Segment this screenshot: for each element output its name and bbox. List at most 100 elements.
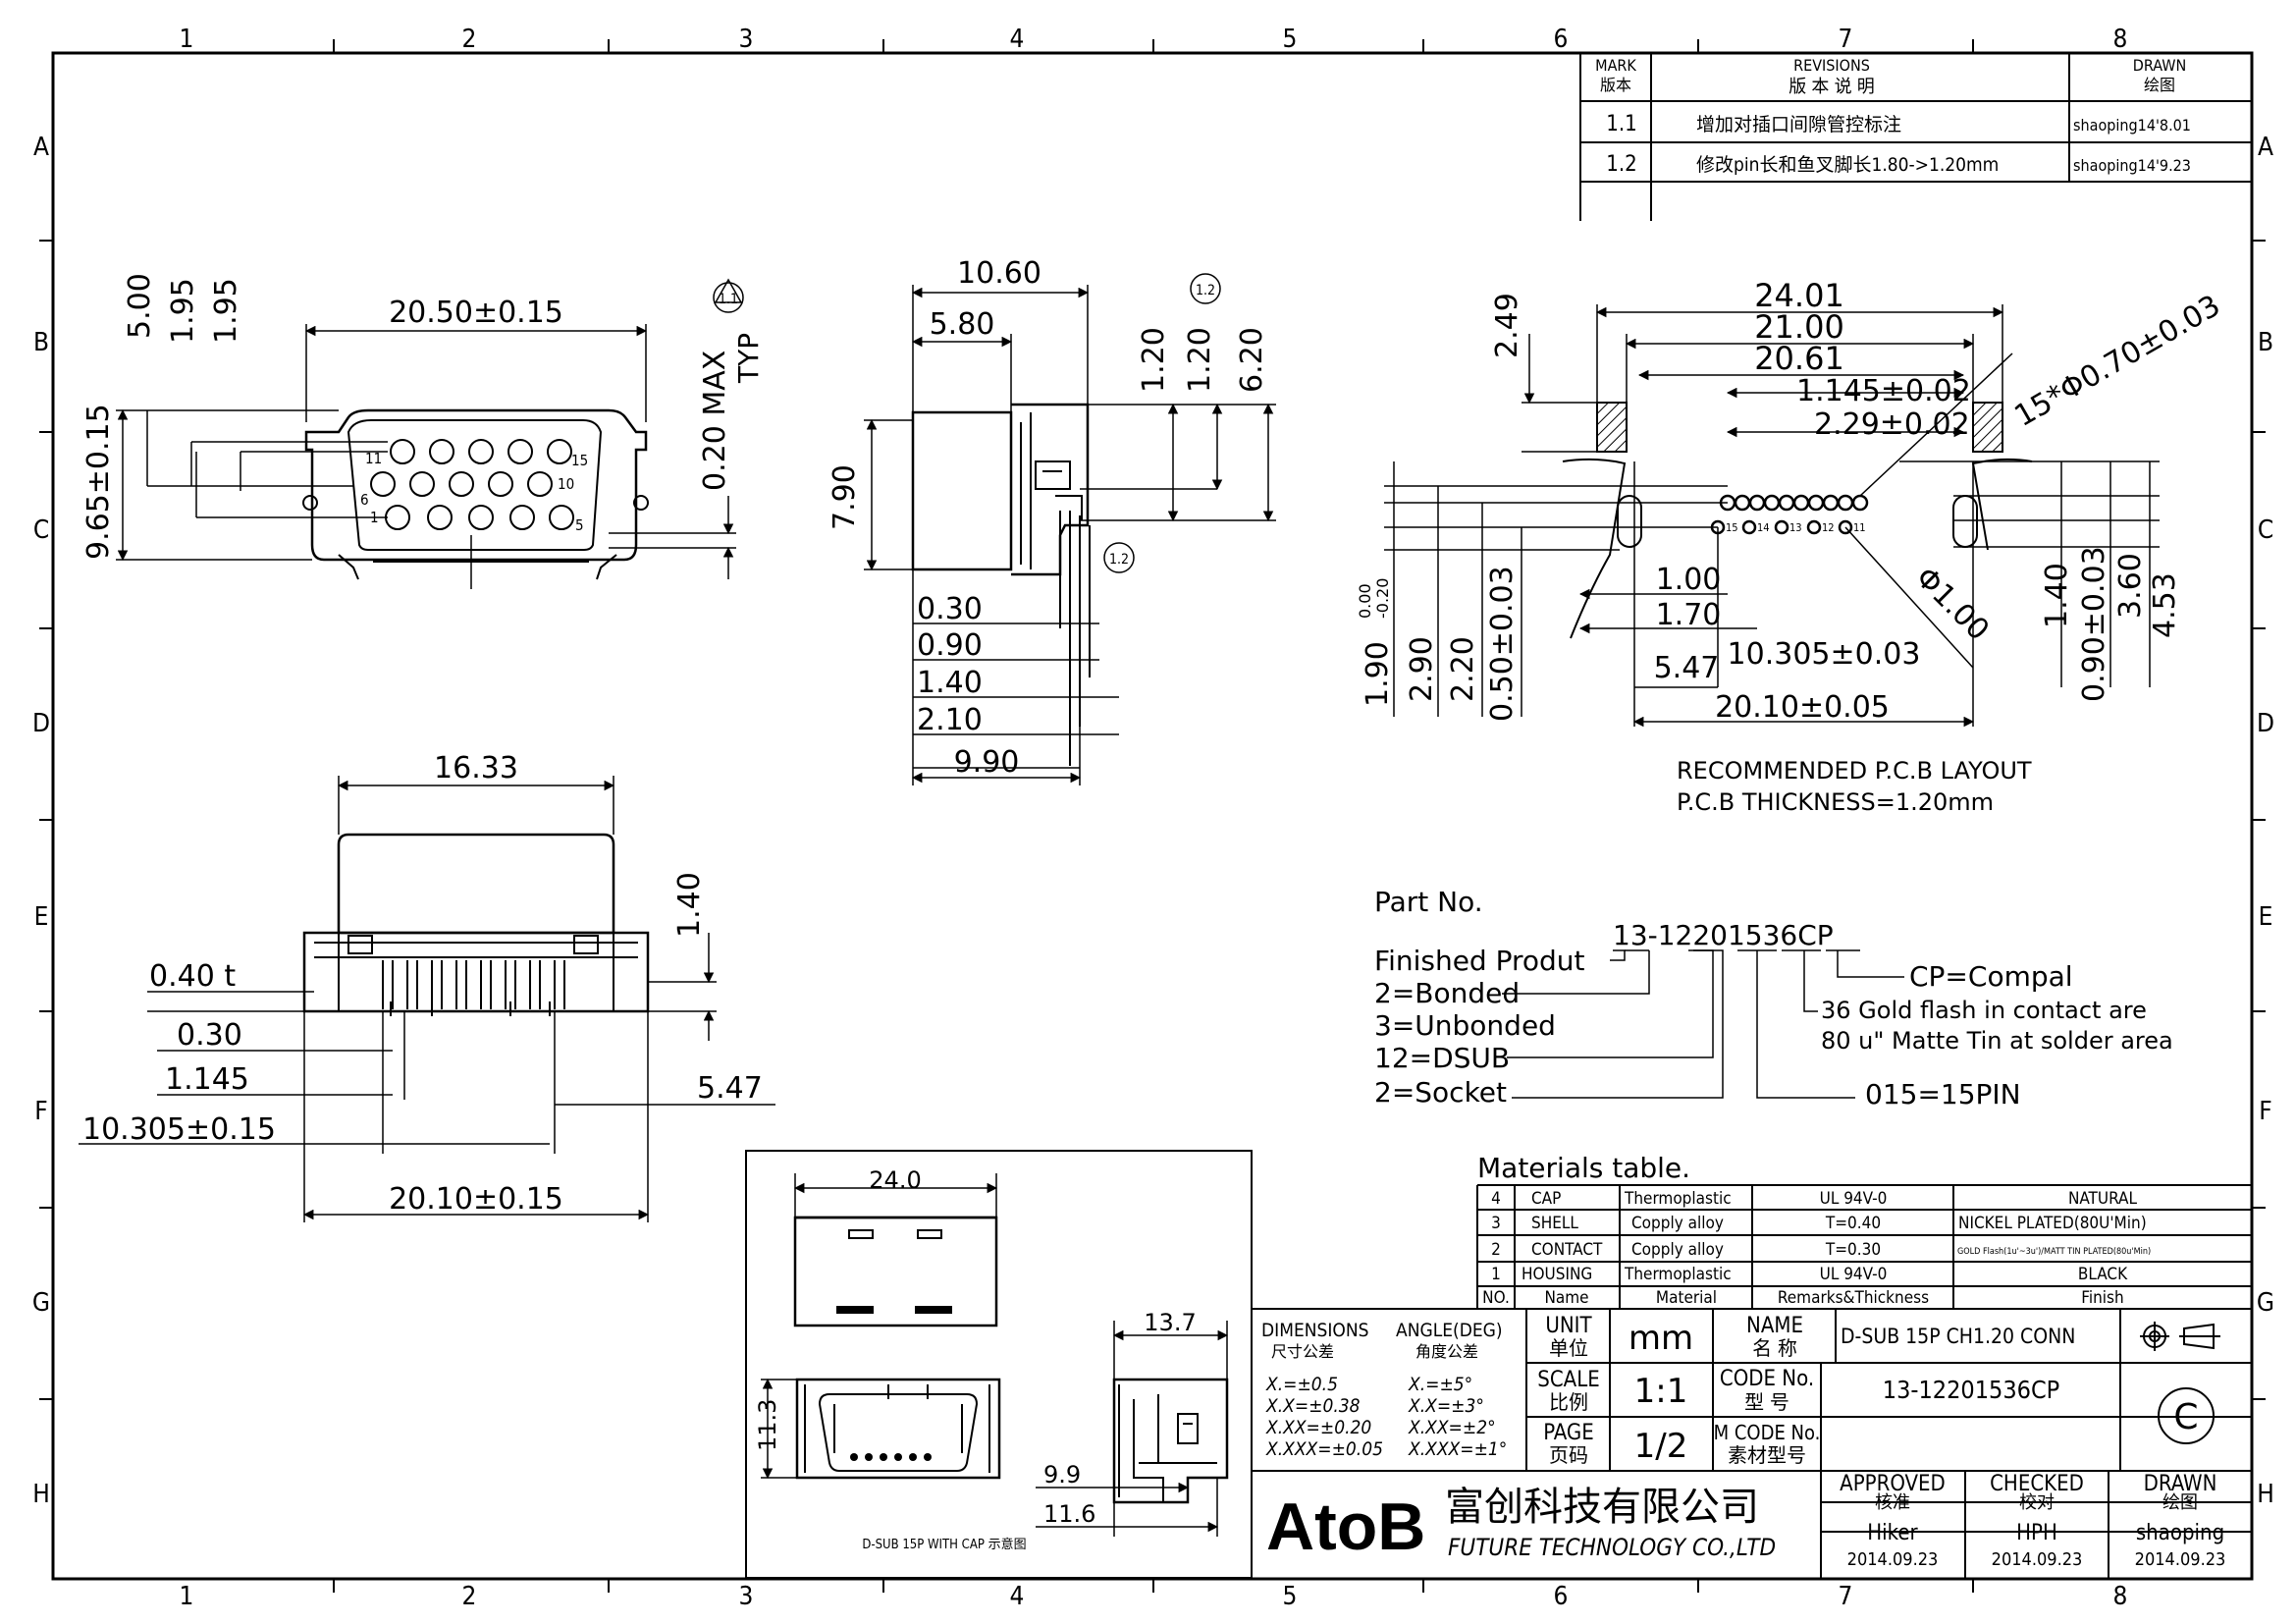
dim-side-620: 6.20 — [1235, 327, 1269, 393]
dim-pcb-090r: 0.90±0.03 — [2077, 546, 2111, 702]
row-label: A — [2258, 133, 2273, 162]
projection-symbol-icon — [2140, 1322, 2220, 1351]
mat-material: Copply alloy — [1631, 1240, 1724, 1260]
dim-bottom-040: 0.40 t — [149, 959, 236, 994]
dim-pcb-453: 4.53 — [2148, 572, 2182, 638]
rev-drawn: shaoping14'8.01 — [2073, 116, 2191, 135]
dim-pcb-190-tol-top: 0.00 — [1356, 583, 1374, 619]
mat-finish: GOLD Flash(1u'~3u')/MATT TIN PLATED(80u'… — [1957, 1247, 2151, 1257]
tb-dim-title: DIMENSIONS — [1261, 1320, 1369, 1341]
mat-header-name: Name — [1544, 1288, 1588, 1308]
mat-name: HOUSING — [1522, 1265, 1592, 1284]
materials-table: Materials table. 4 CAP Thermoplastic UL … — [1476, 1152, 2252, 1310]
tb-drawn-label: DRAWN — [2144, 1472, 2217, 1496]
col-label: 5 — [1283, 25, 1298, 54]
tb-ang-tol: X.XX=±2° — [1408, 1417, 1496, 1438]
row-label: A — [33, 133, 49, 162]
tb-drawn-date: 2014.09.23 — [2135, 1549, 2226, 1570]
pcb-pin-label: 12 — [1822, 521, 1835, 534]
mat-name: CAP — [1531, 1189, 1561, 1209]
tb-scale-label-cn: 比例 — [1549, 1390, 1588, 1414]
revisions-table: MARK 版本 REVISIONS 版 本 说 明 DRAWN 绘图 1.1 增… — [1579, 53, 2252, 221]
col-label: 7 — [1839, 1582, 1853, 1611]
row-label: G — [2257, 1288, 2274, 1318]
col-label: 6 — [1554, 1582, 1569, 1611]
dim-bottom-1145: 1.145 — [165, 1062, 249, 1097]
materials-title: Materials table. — [1477, 1152, 1690, 1184]
dim-pcb-1145: 1.145±0.02 — [1796, 374, 1971, 408]
tb-approved-label-cn: 核准 — [1875, 1492, 1910, 1513]
mat-material: Copply alloy — [1631, 1214, 1724, 1233]
tb-unit-label-cn: 单位 — [1549, 1336, 1588, 1360]
mat-no: 1 — [1491, 1265, 1501, 1284]
dim-bottom-2010: 20.10±0.15 — [389, 1182, 563, 1217]
tb-mcode-label-cn: 素材型号 — [1728, 1443, 1806, 1467]
tb-code-label-cn: 型 号 — [1744, 1390, 1789, 1414]
part-no-socket: 2=Socket — [1374, 1076, 1507, 1109]
col-label: 8 — [2113, 25, 2128, 54]
dim-pcb-190: 1.90 — [1361, 641, 1395, 707]
part-no-gold1: 36 Gold flash in contact are — [1821, 997, 2147, 1024]
tb-code-label: CODE No. — [1720, 1367, 1814, 1391]
row-label: C — [2258, 515, 2273, 545]
tb-approved-by: Hiker — [1867, 1521, 1918, 1545]
dim-side-580: 5.80 — [930, 307, 995, 342]
dim-side-120b: 1.20 — [1183, 327, 1217, 393]
tb-unit-label: UNIT — [1545, 1314, 1592, 1338]
dim-front-width: 20.50±0.15 — [389, 296, 563, 330]
dim-front-typ: TYP — [732, 333, 765, 384]
row-label: B — [2258, 328, 2273, 357]
rev-tag: 1.2 — [1109, 552, 1129, 568]
dim-side-1060: 10.60 — [957, 256, 1041, 291]
pin-label: 5 — [575, 516, 584, 534]
row-label: G — [32, 1288, 50, 1318]
dim-bottom-030: 0.30 — [177, 1018, 242, 1053]
dim-side-210: 2.10 — [917, 703, 983, 737]
dim-bottom-547: 5.47 — [697, 1071, 763, 1106]
rev-revisions-header-cn: 版 本 说 明 — [1789, 77, 1874, 97]
tb-mcode-label: M CODE No. — [1714, 1421, 1821, 1444]
dim-pcb-100: 1.00 — [1656, 563, 1722, 597]
tb-name: D-SUB 15P CH1.20 CONN — [1841, 1325, 2075, 1348]
dim-front-max: 0.20 MAX — [698, 351, 732, 491]
col-label: 1 — [180, 25, 194, 54]
row-label: E — [2259, 902, 2273, 932]
dim-pcb-2401: 24.01 — [1754, 277, 1844, 314]
pcb-pin-label: 13 — [1789, 521, 1802, 534]
mat-finish: NATURAL — [2068, 1189, 2138, 1209]
pin-label: 11 — [365, 450, 382, 467]
title-block: DIMENSIONS 尺寸公差 ANGLE(DEG) 角度公差 X.=±0.5 … — [1251, 1308, 2252, 1579]
tb-checked-by: HPH — [2016, 1521, 2057, 1545]
pcb-layout: 15 14 13 12 11 — [1356, 277, 2226, 816]
copyright-icon — [2158, 1387, 2215, 1444]
dim-front-5: 5.00 — [123, 273, 157, 339]
mat-name: CONTACT — [1531, 1240, 1603, 1260]
dim-pcb-290: 2.90 — [1405, 636, 1439, 702]
part-no-pin: 015=15PIN — [1865, 1078, 2021, 1110]
rev-drawn-header: DRAWN — [2133, 56, 2186, 75]
dim-pcb-2061: 20.61 — [1754, 340, 1844, 377]
tb-page: 1/2 — [1634, 1427, 1688, 1466]
sheet-frame: 1 2 3 4 5 6 7 8 1 2 3 4 5 6 7 8 A B C D … — [32, 25, 2274, 1611]
pcb-note-thickness: P.C.B THICKNESS=1.20mm — [1677, 788, 1994, 816]
tb-checked-label: CHECKED — [1990, 1472, 2084, 1496]
dim-cap-99: 9.9 — [1043, 1461, 1081, 1489]
dim-pcb-140r: 1.40 — [2040, 563, 2074, 628]
col-label: 4 — [1010, 25, 1025, 54]
part-no-title: Part No. — [1374, 886, 1483, 918]
mat-material: Thermoplastic — [1624, 1265, 1732, 1284]
rev-tag: 1.1 — [719, 292, 738, 307]
dim-pcb-10305: 10.305±0.03 — [1728, 637, 1921, 672]
row-label: H — [32, 1480, 50, 1509]
rev-drawn-header-cn: 绘图 — [2144, 76, 2175, 94]
pcb-note-layout: RECOMMENDED P.C.B LAYOUT — [1677, 757, 2032, 785]
side-view: 10.60 5.80 7.90 1.20 1.20 6.20 0.30 0.90… — [828, 256, 1276, 785]
dim-bottom-140: 1.40 — [672, 872, 707, 938]
dim-pcb-220: 2.20 — [1446, 636, 1480, 702]
mat-finish: NICKEL PLATED(80U'Min) — [1958, 1214, 2147, 1233]
company-logo: AtoB — [1266, 1489, 1425, 1564]
pin-label: 15 — [571, 452, 588, 469]
company-name-en: FUTURE TECHNOLOGY CO.,LTD — [1448, 1534, 1776, 1561]
mat-remarks: UL 94V-0 — [1820, 1265, 1888, 1284]
tb-approved-label: APPROVED — [1840, 1472, 1946, 1496]
